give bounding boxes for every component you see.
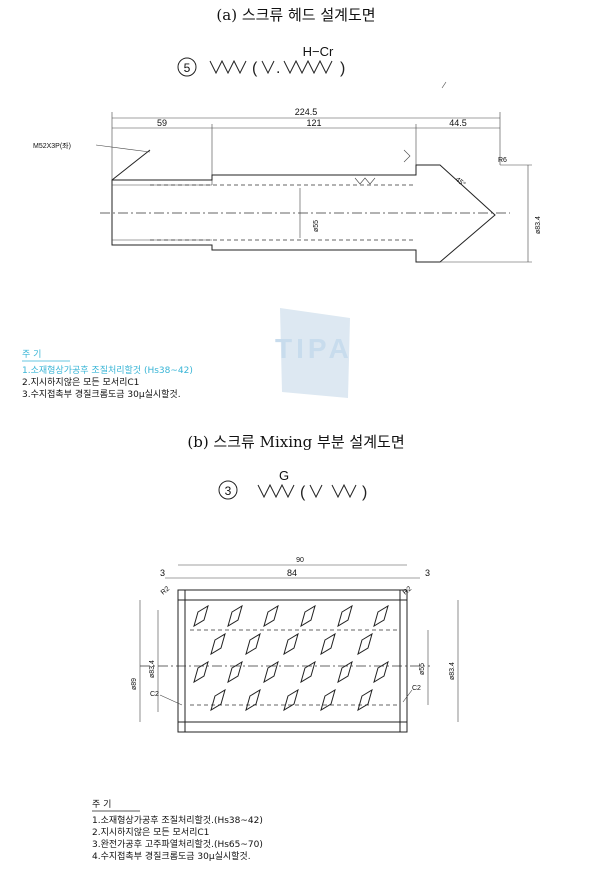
head-finish-symbol: ( . ) xyxy=(209,59,345,77)
caption-b: (b) 스크류 Mixing 부분 설계도면 xyxy=(187,433,405,451)
head-body-outline xyxy=(111,164,496,263)
head-thread-label: M52X3P(좌) xyxy=(33,141,71,150)
watermark: TIPA xyxy=(275,308,353,398)
head-part-circle xyxy=(177,57,197,77)
mixing-drawing: 3 ( ) G 90 84 3 3 R2 R2 xyxy=(92,468,459,862)
mixing-body xyxy=(177,589,408,733)
head-drawing: 5 ( . ) H−Cr 224.5 59 121 44.5 xyxy=(22,44,542,400)
svg-text:): ) xyxy=(362,484,367,501)
mixing-part-no: 3 xyxy=(225,484,232,498)
mixing-dim-side-right: 3 xyxy=(425,568,430,578)
mixing-bore: ø55 xyxy=(419,663,426,675)
caption-a: (a) 스크류 헤드 설계도면 xyxy=(216,6,376,24)
head-finish-mark-2 xyxy=(403,149,411,163)
mixing-note-1: 1.소재형상가공후 조질처리할것.(Hs38~42) xyxy=(92,814,263,826)
mixing-dim-overall: 90 xyxy=(296,557,304,564)
mixing-dim-inner: 84 xyxy=(287,568,297,578)
mixing-finish-label: G xyxy=(279,468,289,483)
mixing-notes-title: 주 기 xyxy=(92,799,111,810)
mixing-note-3: 3.완전가공후 고주파열처리할것.(Hs65~70) xyxy=(92,838,263,850)
head-note-2: 2.지시하지않은 모든 모서리C1 xyxy=(22,377,139,388)
head-dim-bore: ø55 xyxy=(313,220,320,232)
mixing-r-left: R2 xyxy=(160,585,171,596)
head-part-no: 5 xyxy=(184,61,191,75)
head-dim-outer: ø83.4 xyxy=(535,216,542,234)
head-note-3: 3.수지접촉부 경질크롬도금 30μ실시할것. xyxy=(22,388,181,400)
mixing-note-4: 4.수지접촉부 경질크롬도금 30μ실시할것. xyxy=(92,850,251,862)
svg-text:): ) xyxy=(340,60,345,77)
stray-mark xyxy=(441,81,447,89)
head-notes-title: 주 기 xyxy=(22,349,41,360)
mixing-od-left: ø89 xyxy=(131,678,138,690)
svg-text:.: . xyxy=(276,60,280,77)
mixing-od-right: ø83.4 xyxy=(449,662,456,680)
mixing-chamfer-right: C2 xyxy=(412,685,421,692)
head-angle-label: 45° xyxy=(454,175,467,188)
mixing-r-right: R2 xyxy=(402,585,413,596)
mixing-od-left2: ø83.4 xyxy=(149,660,156,678)
mixing-chamfer-left: C2 xyxy=(150,691,159,698)
head-dim-overall: 224.5 xyxy=(295,107,318,117)
head-dim-left: 59 xyxy=(157,118,167,128)
mixing-finish-symbol: ( ) xyxy=(257,483,367,501)
head-finish-label: H−Cr xyxy=(303,44,334,59)
head-chamfer-label: R6 xyxy=(498,157,507,164)
svg-text:TIPA: TIPA xyxy=(275,333,353,364)
mixing-dim-side-left: 3 xyxy=(160,568,165,578)
head-dim-right: 44.5 xyxy=(449,118,467,128)
svg-text:(: ( xyxy=(300,484,306,501)
mixing-pins xyxy=(193,604,389,712)
mixing-note-2: 2.지시하지않은 모든 모서리C1 xyxy=(92,827,209,838)
mixing-part-circle xyxy=(218,480,238,500)
svg-text:(: ( xyxy=(252,60,258,77)
head-dim-mid: 121 xyxy=(306,118,321,128)
head-finish-mark xyxy=(354,177,376,185)
head-note-1: 1.소재형상가공후 조질처리할것 (Hs38~42) xyxy=(22,364,193,376)
